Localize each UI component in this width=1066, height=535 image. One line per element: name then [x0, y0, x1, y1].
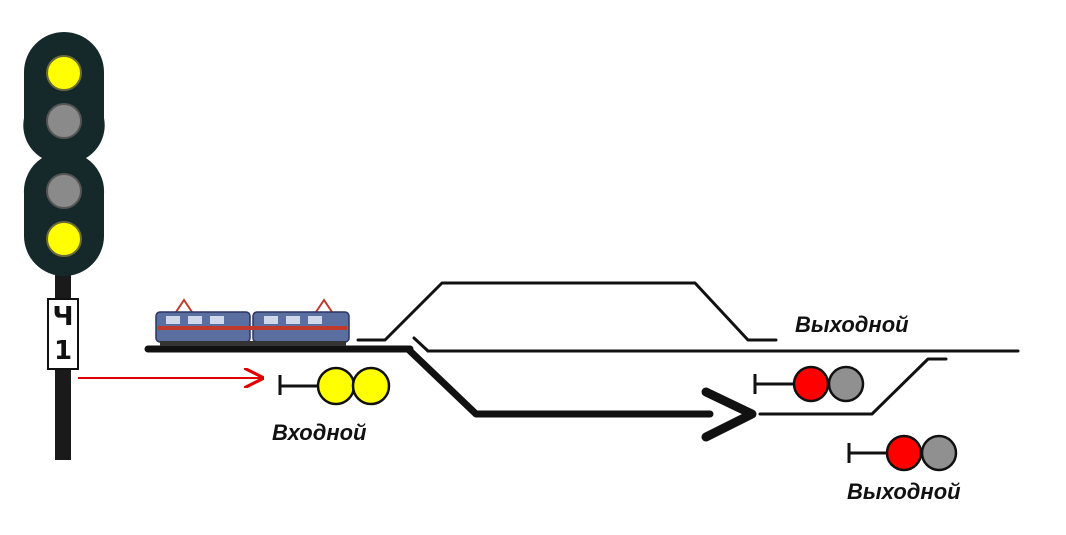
lower-siding — [758, 357, 948, 416]
diverging-route — [404, 345, 714, 418]
lamp-4 — [46, 221, 82, 257]
loco-window — [308, 316, 322, 324]
lamp-3 — [46, 173, 82, 209]
entry-lamp-1 — [316, 366, 356, 406]
exit-main-label: Выходной — [795, 312, 909, 337]
exit-signal-side — [847, 434, 958, 472]
exit-side-lamp-red — [885, 434, 923, 472]
exit-side-label: Выходной — [847, 479, 961, 504]
signal-plate: Ч 1 — [47, 298, 79, 370]
lamp-1 — [46, 55, 82, 91]
loco-window — [264, 316, 278, 324]
main-switch-stub — [412, 336, 430, 353]
loco-underframe — [160, 341, 346, 346]
signal-plate-number: 1 — [53, 336, 73, 366]
loco-window — [188, 316, 202, 324]
locomotive — [155, 298, 350, 346]
loco-window — [166, 316, 180, 324]
route-arrowhead — [701, 387, 757, 442]
signal-plate-letter: Ч — [52, 302, 74, 332]
exit-main-lamp-gray — [827, 365, 865, 403]
upper-siding — [356, 281, 778, 342]
entry-signal-label: Входной — [272, 420, 367, 445]
entry-lamp-2 — [351, 366, 391, 406]
exit-signal-main — [753, 365, 865, 403]
exit-main-lamp-red — [792, 365, 830, 403]
pantograph — [175, 298, 333, 313]
tracks — [144, 281, 1020, 442]
entry-signal — [278, 366, 391, 406]
loco-stripe — [158, 326, 347, 330]
lamp-2 — [46, 103, 82, 139]
mast-signal — [23, 32, 105, 460]
exit-side-lamp-gray — [920, 434, 958, 472]
loco-window — [286, 316, 300, 324]
signal-head — [23, 32, 105, 276]
loco-window — [210, 316, 224, 324]
